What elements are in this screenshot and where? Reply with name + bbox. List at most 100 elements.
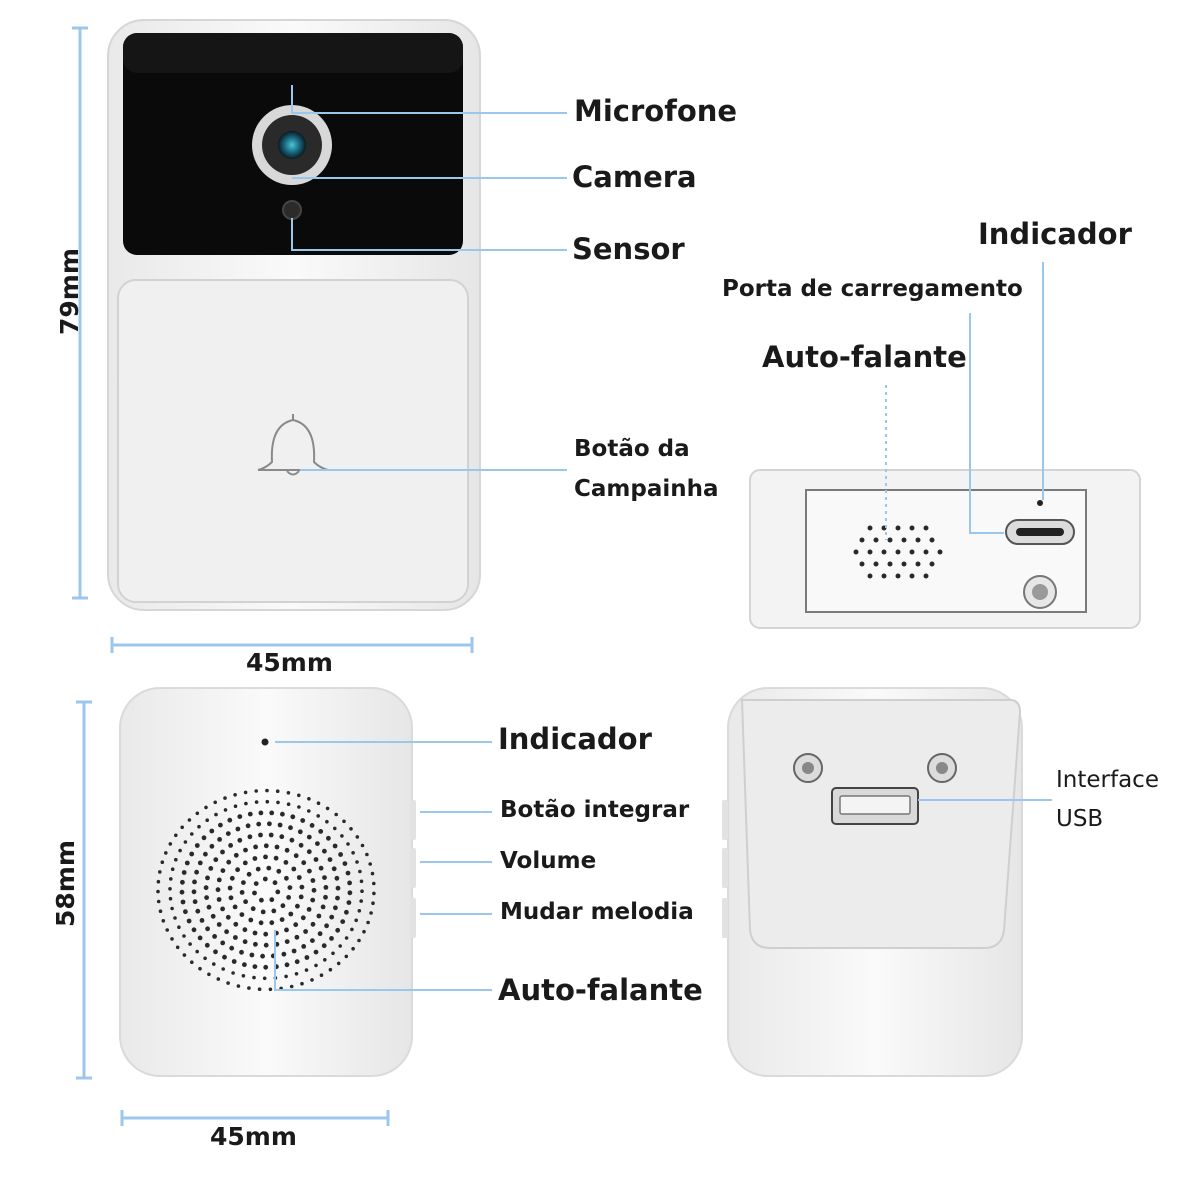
speaker-hole <box>223 796 227 800</box>
speaker-hole <box>246 871 252 877</box>
speaker-hole <box>207 972 211 977</box>
speaker-hole <box>224 929 230 935</box>
speaker-hole <box>249 952 255 958</box>
speaker-hole <box>233 935 238 940</box>
speaker-hole <box>237 814 243 819</box>
camera-lens-icon <box>278 131 306 159</box>
speaker-hole <box>215 887 221 893</box>
speaker-hole <box>260 953 265 959</box>
speaker-hole <box>283 860 289 865</box>
speaker-hole <box>199 918 205 923</box>
speaker-hole <box>294 972 299 976</box>
receiver-back <box>722 687 1023 1077</box>
label-change-melody: Mudar melodia <box>500 899 694 925</box>
speaker-hole <box>322 875 327 880</box>
speaker-hole <box>231 971 235 975</box>
speaker-hole <box>297 805 301 809</box>
speaker-hole <box>203 885 209 891</box>
speaker-hole <box>188 942 192 946</box>
speaker-hole <box>212 934 218 939</box>
speaker-hole <box>263 854 268 860</box>
speaker-hole <box>173 916 177 920</box>
speaker-hole <box>298 894 304 900</box>
speaker-hole <box>335 895 340 901</box>
speaker-hole <box>231 959 237 964</box>
doorbell-front <box>107 19 481 611</box>
label-speaker-top: Auto-falante <box>762 340 967 374</box>
speaker-hole <box>175 945 180 950</box>
speaker-hole <box>220 868 226 873</box>
speaker-hole <box>158 870 162 874</box>
speaker-hole <box>351 851 355 855</box>
speaker-hole <box>258 920 264 926</box>
speaker-hole <box>279 917 285 922</box>
speaker-hole <box>284 875 289 881</box>
speaker-hole <box>307 868 312 874</box>
speaker-hole <box>277 822 283 828</box>
speaker-hole <box>213 800 217 805</box>
speaker-hole <box>228 843 234 848</box>
speaker-hole <box>340 919 346 924</box>
speaker-hole <box>294 959 300 965</box>
speaker-hole <box>253 881 259 886</box>
speaker-hole <box>271 908 277 914</box>
speaker-hole <box>300 818 306 823</box>
speaker-hole <box>351 946 355 951</box>
speaker-hole <box>301 944 307 949</box>
speaker-hole <box>307 809 311 813</box>
speaker-hole <box>263 843 269 849</box>
speaker-hole <box>186 918 192 924</box>
speaker-hole <box>324 923 329 929</box>
speaker-hole <box>242 962 247 968</box>
speaker-hole <box>340 834 344 838</box>
speaker-hole <box>227 817 233 823</box>
speaker-hole <box>286 895 291 900</box>
speaker-hole <box>260 909 266 915</box>
speaker-hole <box>286 791 291 795</box>
speaker-hole <box>296 875 302 880</box>
speaker-hole <box>293 853 299 859</box>
speaker-hole <box>322 848 327 854</box>
speaker-hole <box>326 835 331 841</box>
speaker-hole <box>226 981 230 985</box>
speaker-hole <box>323 958 327 962</box>
speaker-hole <box>276 800 280 805</box>
speaker-hole <box>194 869 200 875</box>
speaker-hole <box>239 912 245 917</box>
speaker-hole <box>181 870 187 875</box>
speaker-hole <box>310 938 315 943</box>
speaker-hole <box>247 811 253 817</box>
speaker-hole <box>303 929 308 934</box>
speaker-hole <box>362 929 366 934</box>
speaker-hole <box>190 960 194 964</box>
speaker-hole <box>370 871 375 876</box>
label-camera: Camera <box>572 160 697 194</box>
speaker-hole <box>247 986 251 990</box>
speaker-hole <box>223 808 228 812</box>
speaker-hole <box>242 939 248 945</box>
receiver-indicator-led <box>261 738 269 746</box>
speaker-hole <box>220 906 226 912</box>
speaker-hole <box>366 920 370 925</box>
speaker-hole <box>210 913 216 919</box>
receiver-leader-lines <box>274 741 492 991</box>
speaker-hole <box>170 906 174 911</box>
speaker-hole <box>187 818 192 822</box>
speaker-hole <box>288 825 293 831</box>
speaker-hole <box>317 931 323 937</box>
speaker-hole <box>213 857 219 863</box>
speaker-hole <box>357 909 362 913</box>
speaker-hole <box>189 851 195 857</box>
speaker-hole <box>250 906 256 912</box>
speaker-hole <box>323 894 328 900</box>
speaker-hole <box>280 903 286 909</box>
speaker-hole <box>344 909 349 915</box>
speaker-hole <box>244 801 248 806</box>
speaker-hole <box>320 904 326 910</box>
speaker-hole <box>226 859 232 865</box>
receiver-height-label: 58mm <box>51 840 80 927</box>
speaker-hole <box>218 822 223 828</box>
speaker-hole <box>336 961 341 966</box>
speaker-hole <box>233 852 239 858</box>
speaker-hole <box>347 890 353 896</box>
